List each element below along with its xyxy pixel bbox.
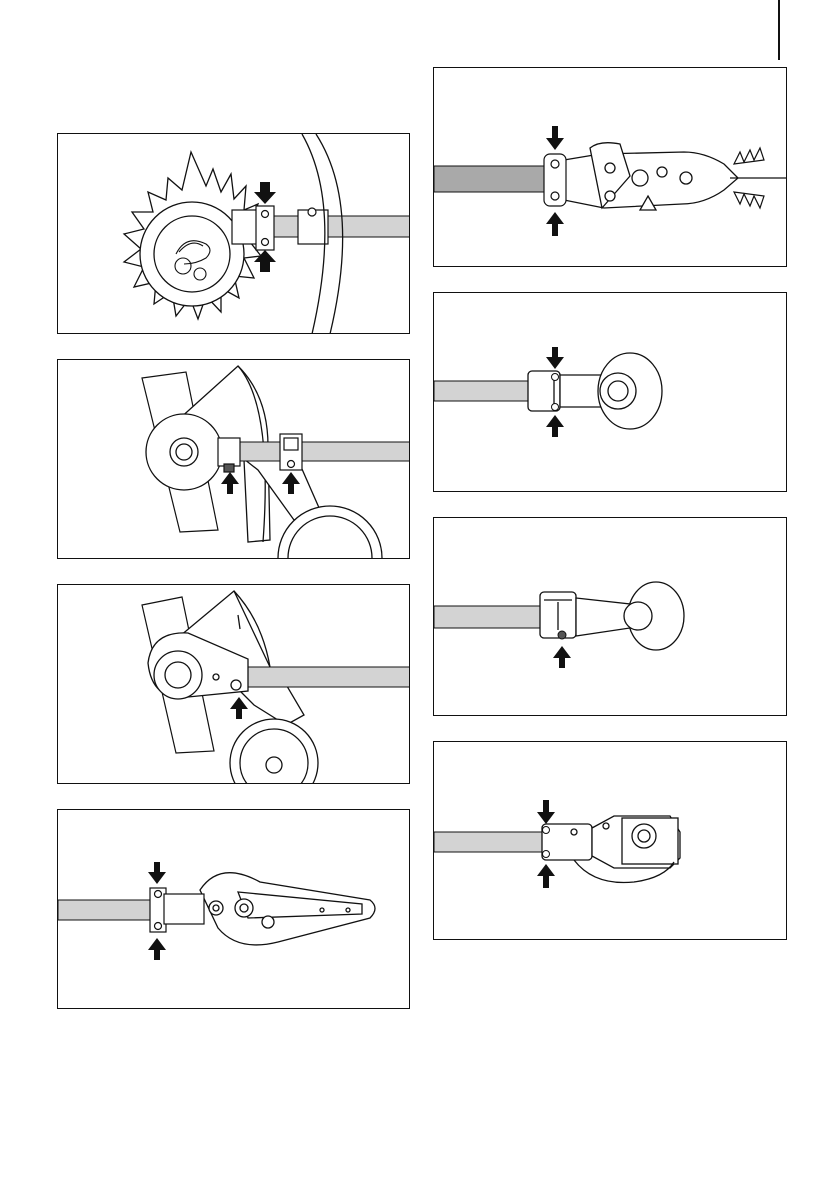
gearbox-illustration	[434, 742, 787, 940]
shaft	[434, 381, 534, 401]
figure-sweeper-attachment	[433, 517, 787, 716]
arrow-up-icon	[546, 415, 564, 437]
arrow-up-icon	[148, 938, 166, 960]
arrow-up-icon	[537, 864, 555, 888]
sweeper-illustration	[434, 518, 787, 716]
cultivator-illustration	[58, 134, 410, 334]
figure-edger-guard-attachment	[57, 584, 410, 784]
shaft	[434, 832, 544, 852]
rear-wheel	[230, 719, 318, 784]
arrow-down-icon	[537, 800, 555, 824]
arrow-down-icon	[148, 862, 166, 884]
blower-head	[528, 353, 662, 429]
blade-teeth	[730, 148, 787, 208]
clamp	[544, 154, 566, 206]
pruner-illustration	[58, 810, 410, 1009]
figure-pruner-attachment	[57, 809, 410, 1009]
edger-illustration	[58, 360, 410, 559]
sweeper-head	[540, 582, 684, 650]
figure-gearbox-attachment	[433, 741, 787, 940]
arrow-up-icon	[221, 472, 239, 494]
arrow-down-icon	[546, 126, 564, 150]
hedge-trimmer-illustration	[434, 68, 787, 267]
trimmer-housing	[564, 143, 738, 210]
shaft	[434, 166, 548, 192]
arrow-up-icon	[230, 697, 248, 719]
blower-illustration	[434, 293, 787, 492]
arrow-down-icon	[254, 182, 276, 204]
clamp	[150, 888, 204, 932]
arrow-up-icon	[546, 212, 564, 236]
bar-housing	[200, 873, 375, 945]
figure-cultivator-attachment	[57, 133, 410, 334]
shaft	[58, 900, 158, 920]
page-edge-mark	[778, 0, 780, 60]
edger-guard-illustration	[58, 585, 410, 784]
figure-blower-attachment	[433, 292, 787, 492]
shaft	[434, 606, 544, 628]
arrow-down-icon	[546, 347, 564, 369]
arrow-up-icon	[553, 646, 571, 668]
figure-hedge-trimmer-attachment	[433, 67, 787, 267]
gearbox-housing	[542, 816, 680, 883]
drive-wheel	[146, 414, 222, 490]
shaft	[228, 442, 410, 461]
shaft	[244, 667, 410, 687]
figure-edger-attachment	[57, 359, 410, 559]
